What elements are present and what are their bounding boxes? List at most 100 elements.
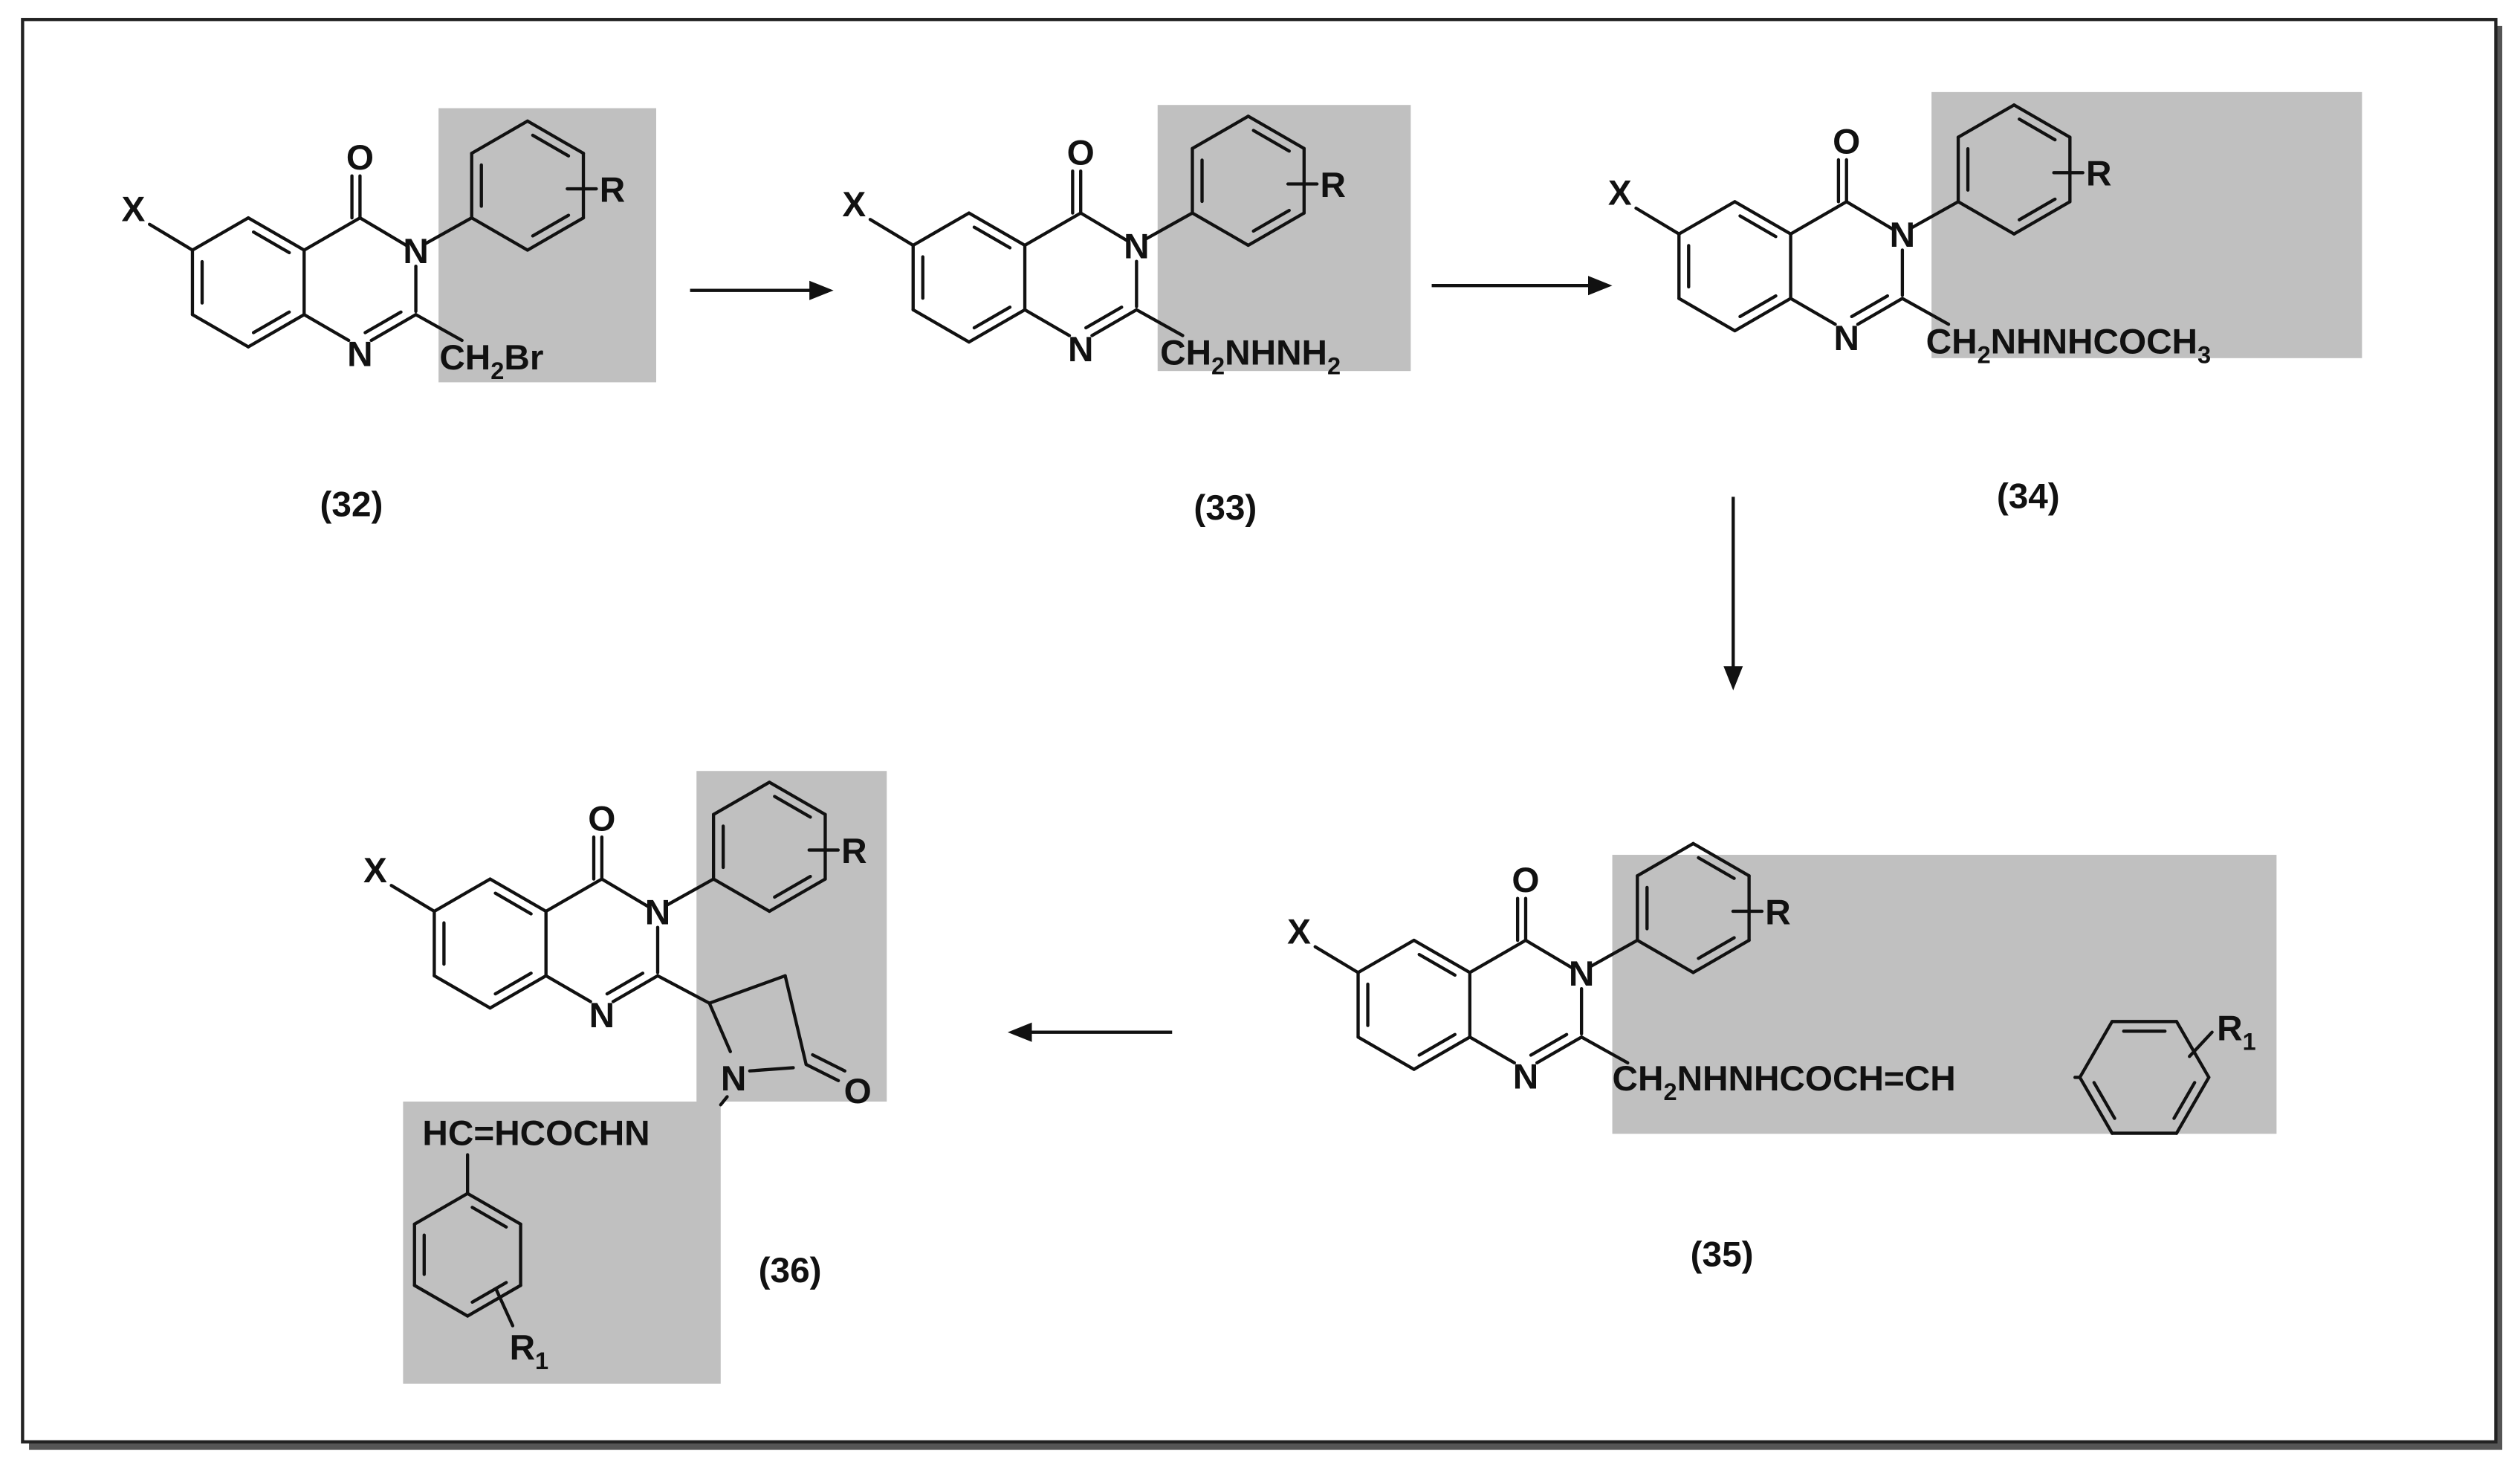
bond: [1535, 1035, 1584, 1065]
formula-segment: CH: [1926, 322, 1978, 361]
bond: [1733, 297, 1792, 333]
bond: [1090, 308, 1138, 337]
bond: [1636, 841, 1695, 878]
formula-segment: 2: [1663, 1079, 1677, 1105]
carbonyl-oxygen: O: [1512, 861, 1539, 900]
bond: [1956, 103, 2016, 139]
double-bond: [605, 971, 645, 996]
n3-atom: N: [1124, 227, 1149, 266]
arrowhead: [809, 280, 834, 300]
formula-segment: NHNHCOCH: [1991, 322, 2197, 361]
formula-segment: Br: [504, 338, 543, 378]
double-bond: [2092, 1081, 2116, 1120]
carbonyl-oxygen: O: [588, 800, 615, 839]
n1-atom: N: [589, 996, 615, 1035]
n3-atom: N: [1890, 216, 1915, 255]
r-substituent: R: [1321, 166, 1346, 205]
bond: [768, 877, 827, 914]
bond: [1023, 211, 1083, 248]
double-bond: [470, 1281, 508, 1304]
r1-substituent: R1: [2217, 1009, 2256, 1055]
double-bond: [1738, 214, 1778, 239]
highlight-box: [1931, 91, 2362, 358]
bond: [1956, 200, 2016, 236]
highlight-box: [696, 771, 887, 1102]
double-bond: [493, 891, 533, 916]
bond: [707, 1001, 732, 1053]
double-bond: [1850, 294, 1890, 319]
x-substituent: X: [1287, 912, 1311, 951]
bond: [433, 877, 492, 914]
formula-segment: 2: [490, 358, 504, 384]
bond: [1356, 938, 1416, 974]
double-bond: [251, 230, 291, 255]
highlight-box: [403, 1101, 721, 1384]
bond: [470, 216, 530, 252]
bond: [1733, 200, 1792, 236]
bond: [2174, 1076, 2211, 1135]
bond: [369, 313, 418, 343]
bond: [1691, 938, 1751, 974]
bond: [1468, 938, 1528, 974]
bond: [1079, 211, 1129, 242]
bond: [811, 1053, 847, 1073]
double-bond: [1251, 129, 1291, 153]
x-substituent: X: [842, 185, 866, 224]
double-bond: [363, 310, 403, 334]
r-substituent: R: [2086, 155, 2111, 194]
side-chain-formula: CH2NHNHCOCH3: [1926, 322, 2211, 368]
formula-segment: 2: [1978, 341, 1991, 368]
bond: [1246, 211, 1306, 248]
bond: [967, 308, 1027, 344]
n1-atom: N: [1068, 330, 1093, 369]
double-bond: [531, 213, 571, 238]
formula-segment: 2: [1211, 353, 1225, 380]
bond: [967, 211, 1027, 248]
bond: [911, 211, 971, 248]
n3-atom: N: [1569, 954, 1594, 994]
bond: [655, 974, 711, 1005]
double-bond: [470, 1206, 508, 1229]
bond: [190, 216, 250, 252]
double-bond: [1417, 1032, 1457, 1057]
bond: [1789, 297, 1837, 326]
bond: [433, 974, 492, 1010]
carbonyl-oxygen: O: [1833, 122, 1860, 161]
arrows: [690, 276, 1743, 1042]
bond: [389, 884, 436, 914]
double-bond: [493, 971, 533, 996]
n1-atom: N: [1513, 1058, 1538, 1097]
formula-segment: NHNHCOCH=CH: [1677, 1059, 1956, 1099]
r-substituent: R: [841, 832, 867, 871]
formula-segment: HC=HCOCHN: [422, 1114, 650, 1154]
double-bond: [773, 795, 812, 819]
bond: [611, 974, 660, 1003]
highlight-box: [1612, 855, 2277, 1134]
double-bond: [1417, 952, 1457, 977]
bond: [190, 313, 250, 349]
double-bond: [773, 874, 812, 899]
double-bond: [1697, 936, 1736, 960]
double-bond: [1251, 208, 1291, 233]
bond: [465, 1192, 522, 1226]
n3-atom: N: [645, 893, 670, 932]
r1-subscript: 1: [535, 1348, 548, 1374]
bond: [525, 119, 586, 155]
n3-atom: N: [403, 232, 428, 271]
bond: [1144, 211, 1194, 241]
bond: [707, 974, 787, 1005]
bond: [2012, 103, 2072, 139]
bond: [525, 216, 586, 252]
bond: [495, 1288, 515, 1328]
bond: [1523, 938, 1574, 970]
bond: [488, 974, 548, 1010]
bond: [544, 974, 592, 1003]
formula-segment: CH: [439, 338, 490, 378]
bond: [1356, 1035, 1416, 1071]
carbonyl-oxygen: O: [1067, 133, 1095, 172]
bond: [1135, 308, 1185, 337]
bond: [544, 877, 604, 914]
